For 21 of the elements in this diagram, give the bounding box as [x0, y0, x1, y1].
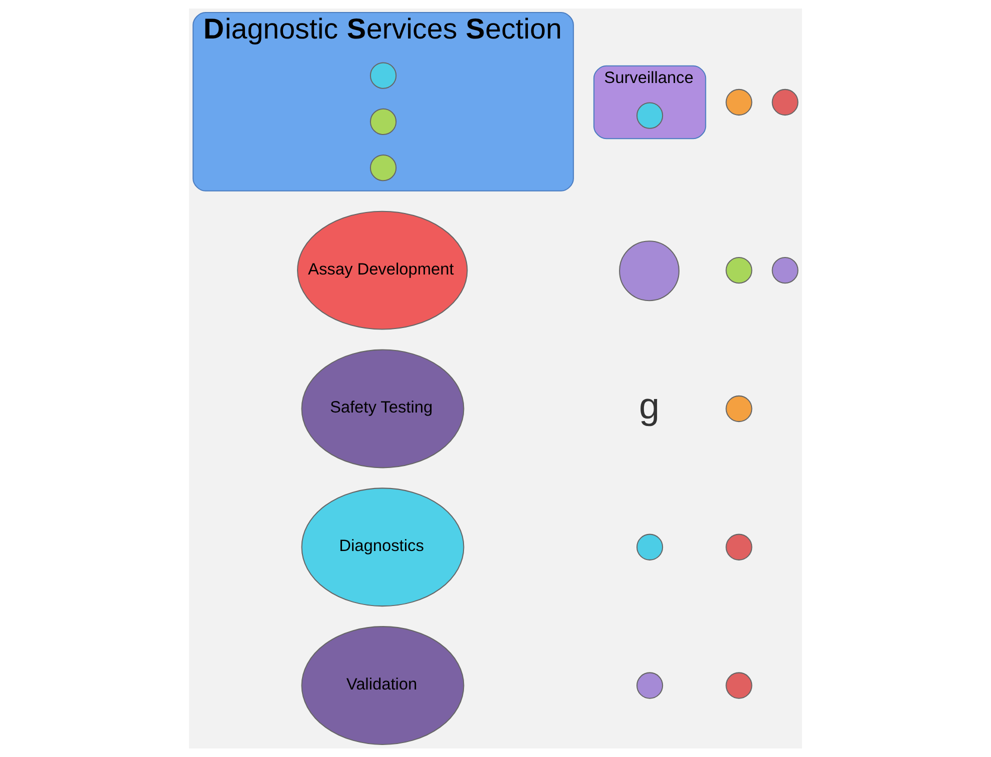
node-circle [726, 88, 752, 116]
node-circle [772, 257, 798, 284]
cluster: Surveillance [593, 65, 706, 140]
node-circle [619, 240, 680, 302]
node-circle [726, 534, 752, 560]
node-circle [726, 257, 752, 284]
node-circle [370, 154, 397, 182]
node-ellipse: Validation [301, 626, 464, 745]
node-circle [370, 62, 397, 89]
cluster: Diagnostic Services Section [192, 12, 574, 192]
node-ellipse: Diagnostics [301, 488, 464, 607]
node-ellipse: Assay Development [297, 210, 468, 330]
node-circle [772, 88, 798, 116]
node-circle [726, 672, 752, 699]
node-ellipse: Safety Testing [301, 349, 464, 468]
node-circle [636, 534, 664, 560]
node-circle [636, 672, 664, 699]
node-circle [726, 395, 752, 422]
node-circle [636, 102, 664, 129]
node-circle [370, 108, 397, 136]
label: g [638, 385, 660, 426]
